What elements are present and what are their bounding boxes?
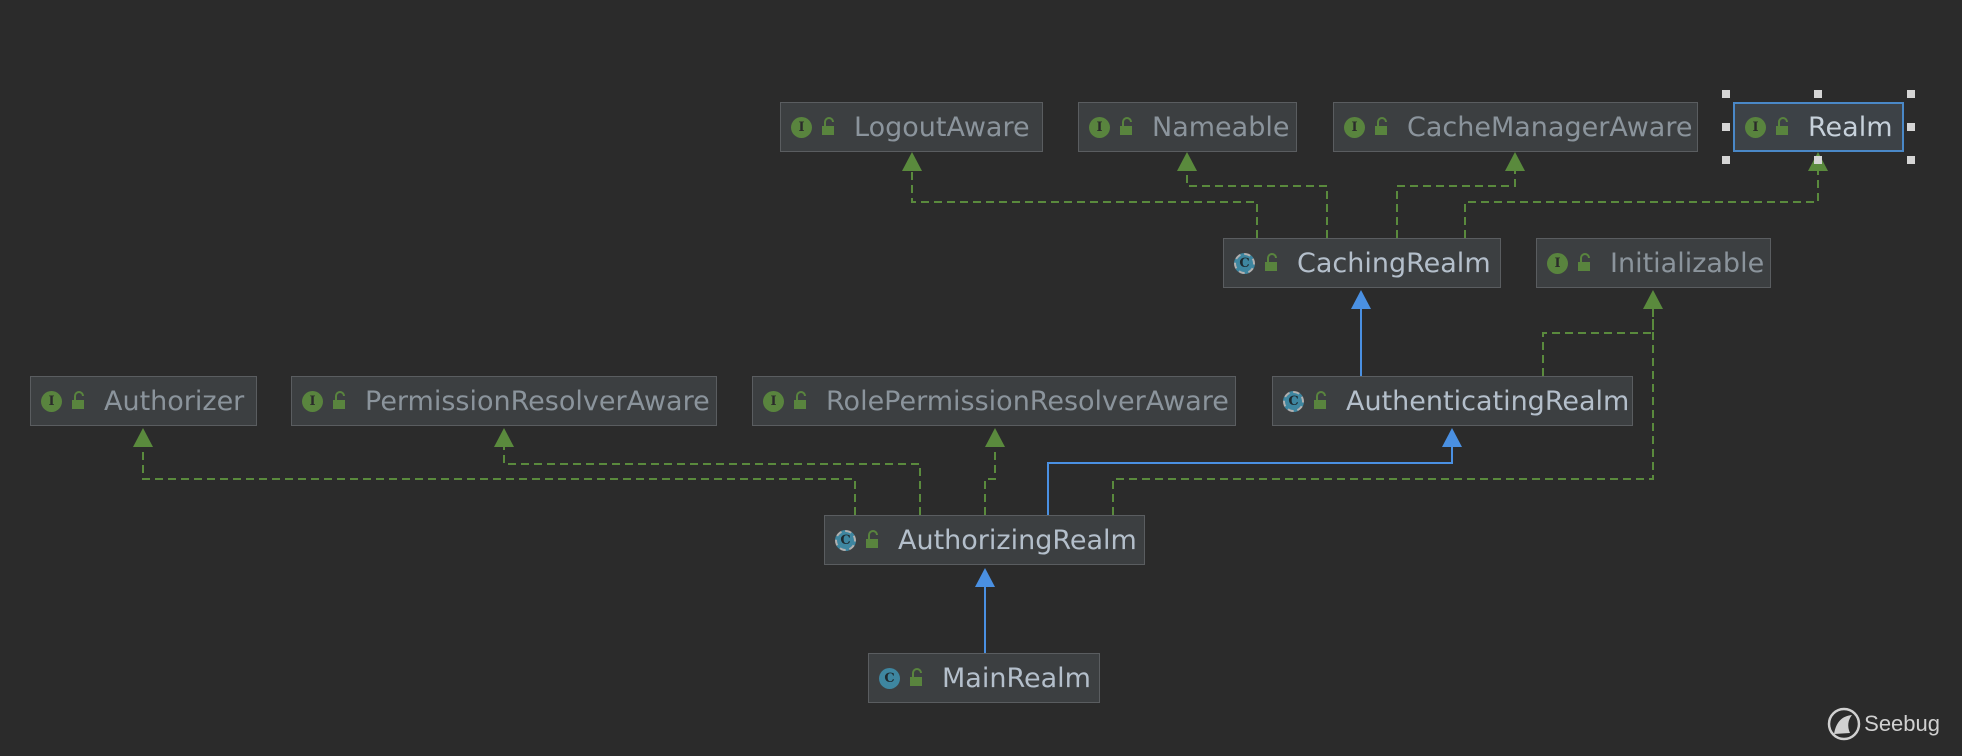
node-realm[interactable]: I Realm: [1733, 102, 1904, 152]
selection-handle[interactable]: [1907, 90, 1915, 98]
arrowhead: [1177, 152, 1197, 171]
edge-authorizingrealm-initializable: [1112, 308, 1654, 515]
abstract-class-icon: C: [1283, 390, 1304, 412]
arrowhead: [1351, 290, 1371, 309]
selection-handle[interactable]: [1722, 156, 1730, 164]
selection-handle[interactable]: [1907, 156, 1915, 164]
arrowhead: [133, 428, 153, 447]
edge-authorizingrealm-authenticatingrealm: [1047, 446, 1453, 515]
node-label: CachingRealm: [1297, 247, 1491, 279]
interface-icon: I: [1547, 252, 1568, 274]
lock-open-icon: [333, 391, 345, 409]
node-label: RolePermissionResolverAware: [826, 385, 1229, 417]
lock-open-icon: [1776, 117, 1788, 135]
lock-open-icon: [1375, 117, 1387, 135]
seebug-logo-icon: [1827, 707, 1861, 741]
arrowhead: [902, 152, 922, 171]
lock-open-icon: [1120, 117, 1132, 135]
node-label: Realm: [1808, 111, 1893, 143]
node-authorizingrealm[interactable]: C AuthorizingRealm: [824, 515, 1145, 565]
interface-icon: I: [791, 116, 812, 138]
arrowhead: [1442, 428, 1462, 447]
interface-icon: I: [302, 390, 323, 412]
node-label: AuthenticatingRealm: [1346, 385, 1630, 417]
node-permissionresolveraware[interactable]: I PermissionResolverAware: [291, 376, 717, 426]
lock-open-icon: [1578, 253, 1590, 271]
seebug-watermark: Seebug: [1826, 706, 1940, 742]
interface-icon: I: [763, 390, 784, 412]
arrowhead: [975, 568, 995, 587]
edge-cachingrealm-logoutaware: [911, 170, 1258, 238]
lock-open-icon: [866, 530, 878, 548]
interface-icon: I: [1745, 116, 1766, 138]
lock-open-icon: [910, 668, 922, 686]
interface-icon: I: [41, 390, 62, 412]
edge-cachingrealm-realm: [1464, 170, 1819, 238]
node-cachemanageraware[interactable]: I CacheManagerAware: [1333, 102, 1698, 152]
edge-cachingrealm-nameable: [1186, 170, 1328, 238]
edge-authorizingrealm-authorizer: [142, 446, 856, 515]
lock-open-icon: [822, 117, 834, 135]
selection-handle[interactable]: [1722, 90, 1730, 98]
node-nameable[interactable]: I Nameable: [1078, 102, 1297, 152]
node-label: Initializable: [1610, 247, 1765, 279]
interface-icon: I: [1344, 116, 1365, 138]
lock-open-icon: [794, 391, 806, 409]
node-label: CacheManagerAware: [1407, 111, 1693, 143]
node-label: Nameable: [1152, 111, 1290, 143]
interface-icon: I: [1089, 116, 1110, 138]
node-logoutaware[interactable]: I LogoutAware: [780, 102, 1043, 152]
arrowhead: [985, 428, 1005, 447]
arrowhead: [494, 428, 514, 447]
edge-authenticatingrealm-initializable: [1542, 308, 1654, 376]
node-authorizer[interactable]: I Authorizer: [30, 376, 257, 426]
edge-authorizingrealm-rolepermissionresolveraware: [984, 446, 996, 515]
lock-open-icon: [1265, 253, 1277, 271]
node-mainrealm[interactable]: C MainRealm: [868, 653, 1100, 703]
node-cachingrealm[interactable]: C CachingRealm: [1223, 238, 1501, 288]
abstract-class-icon: C: [835, 529, 856, 551]
selection-handle[interactable]: [1814, 90, 1822, 98]
extends-arrowheads: [975, 290, 1462, 587]
arrowhead: [1505, 152, 1525, 171]
node-initializable[interactable]: I Initializable: [1536, 238, 1771, 288]
implements-arrowheads: [133, 152, 1828, 447]
selection-handle[interactable]: [1814, 156, 1822, 164]
node-label: LogoutAware: [854, 111, 1030, 143]
lock-open-icon: [1314, 391, 1326, 409]
watermark-label: Seebug: [1864, 711, 1940, 736]
selection-handle[interactable]: [1722, 123, 1730, 131]
node-label: PermissionResolverAware: [365, 385, 710, 417]
node-label: AuthorizingRealm: [898, 524, 1137, 556]
lock-open-icon: [72, 391, 84, 409]
class-icon: C: [879, 667, 900, 689]
node-rolepermissionresolveraware[interactable]: I RolePermissionResolverAware: [752, 376, 1236, 426]
node-authenticatingrealm[interactable]: C AuthenticatingRealm: [1272, 376, 1633, 426]
edge-cachingrealm-cachemanageraware: [1396, 170, 1516, 238]
node-label: MainRealm: [942, 662, 1091, 694]
abstract-class-icon: C: [1234, 252, 1255, 274]
selection-handle[interactable]: [1907, 123, 1915, 131]
node-label: Authorizer: [104, 385, 245, 417]
edge-authorizingrealm-permissionresolveraware: [503, 446, 921, 515]
arrowhead: [1643, 290, 1663, 309]
